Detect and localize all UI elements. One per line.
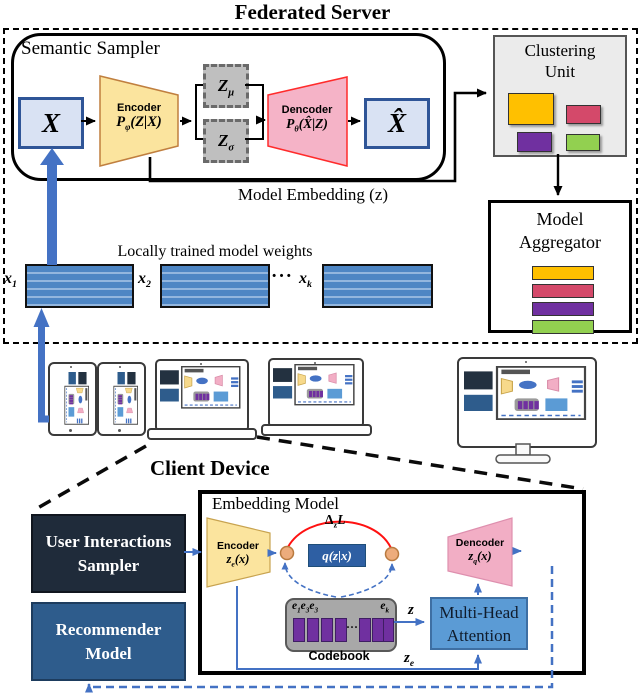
user-interactions-label-1: User Interactions — [45, 531, 172, 551]
agg-bar-purple — [532, 302, 594, 316]
clustering-unit-label-1: Clustering — [524, 41, 596, 60]
posterior-q-box: q(z|x) — [308, 544, 366, 567]
weight-matrix-x1 — [25, 264, 134, 308]
client-device-title: Client Device — [150, 456, 270, 480]
laptop-device-2-screen — [268, 358, 364, 428]
tablet1-camera-dot — [70, 366, 72, 368]
model-embedding-label: Model Embedding (z) — [237, 185, 389, 204]
tablet-device-1 — [48, 362, 97, 436]
recommender-label-2: Model — [85, 643, 132, 663]
output-x-hat-label: X̂ — [387, 108, 406, 138]
codebook-e-labels: e1e3e3 — [292, 600, 319, 615]
tablet2-camera-dot — [119, 366, 121, 368]
weights-ellipsis: ··· — [271, 266, 294, 287]
codebook-vector — [321, 618, 333, 642]
input-x-box: X — [18, 97, 84, 149]
recommender-model-box: Recommender Model — [31, 602, 186, 681]
federated-server-title: Federated Server — [234, 0, 391, 24]
weight-matrix-x2 — [160, 264, 270, 308]
monitor-camera-dot — [525, 361, 527, 363]
output-x-hat-box: X̂ — [364, 98, 430, 149]
laptop1-camera-dot — [200, 363, 202, 365]
weight-matrix-xk — [322, 264, 433, 308]
codebook-vector — [383, 618, 394, 642]
tablet1-home-dot — [69, 429, 72, 432]
z-arrow-label: z — [408, 602, 414, 618]
laptop-device-1-base — [147, 428, 257, 440]
cluster-chip-purple — [517, 132, 552, 152]
ze-arrow-label: ze — [404, 650, 414, 669]
input-x-label: X — [41, 107, 60, 138]
user-interactions-label-2: Sampler — [77, 555, 140, 575]
multi-head-attention-box: Multi-Head Attention — [430, 597, 528, 650]
server-encoder-labels: Encoder Pφ(Z|X) — [100, 102, 178, 131]
z-mu-box: Zμ — [203, 64, 249, 108]
agg-bar-crimson — [532, 284, 594, 298]
model-aggregator-box: Model Aggregator — [488, 200, 632, 334]
tablet2-home-dot — [118, 429, 121, 432]
weight-label-xk: xk — [299, 270, 312, 291]
semantic-sampler-label: Semantic Sampler — [21, 38, 160, 59]
weight-label-x2: x2 — [138, 270, 151, 291]
server-encoder-symbol: P — [116, 114, 126, 130]
model-aggregator-label-1: Model — [536, 209, 584, 229]
codebook-vector — [359, 618, 371, 642]
client-decoder-title: Dencoder — [455, 537, 505, 549]
z-sigma-box: Zσ — [203, 119, 249, 163]
laptop-device-2-base — [261, 424, 372, 436]
client-decoder-labels: Dencoder zq(x) — [447, 537, 513, 565]
tablet-device-2 — [97, 362, 146, 436]
server-decoder-labels: Dencoder Pθ(X̂|Z) — [269, 104, 345, 133]
expansion-line-left — [35, 444, 147, 511]
codebook-ellipsis: ··· — [346, 620, 359, 634]
client-encoder-labels: Encoder ze(x) — [206, 540, 270, 568]
codebook-vector — [307, 618, 319, 642]
monitor-device-screen — [457, 357, 597, 448]
model-aggregator-label-2: Aggregator — [519, 232, 601, 252]
monitor-stand-base — [495, 454, 551, 464]
cluster-chip-crimson — [566, 105, 601, 124]
cluster-chip-yellow — [508, 93, 554, 125]
clustering-unit-label-2: Unit — [544, 62, 576, 81]
mha-label-2: Attention — [446, 625, 512, 645]
user-interactions-sampler-box: User Interactions Sampler — [31, 514, 186, 593]
local-weights-label: Locally trained model weights — [117, 243, 313, 260]
posterior-q-label: q(z|x) — [322, 547, 352, 563]
weight-label-x1: x1 — [4, 270, 17, 291]
cluster-chip-green — [566, 134, 600, 151]
agg-bar-green — [532, 320, 594, 334]
mha-label-1: Multi-Head — [439, 602, 519, 622]
recommender-label-1: Recommender — [55, 619, 162, 639]
clustering-unit-box: Clustering Unit — [493, 35, 627, 157]
z-sigma-label: Z — [217, 131, 229, 150]
delta-loss-label: ΔzL — [325, 512, 346, 530]
client-encoder-title: Encoder — [216, 540, 259, 552]
z-mu-label: Z — [217, 76, 229, 95]
codebook-ek-label: ek — [380, 600, 389, 615]
federated-server-box — [3, 28, 638, 344]
server-decoder-title: Dencoder — [281, 104, 333, 116]
codebook-box: e1e3e3 ek ··· — [285, 598, 397, 652]
server-encoder-title: Encoder — [116, 102, 161, 114]
laptop-device-1-screen — [155, 359, 249, 432]
embedding-model-label: Embedding Model — [212, 494, 340, 513]
agg-bar-yellow — [532, 266, 594, 280]
codebook-vector — [293, 618, 305, 642]
laptop2-camera-dot — [314, 362, 316, 364]
codebook-label: Codebook — [308, 649, 370, 663]
